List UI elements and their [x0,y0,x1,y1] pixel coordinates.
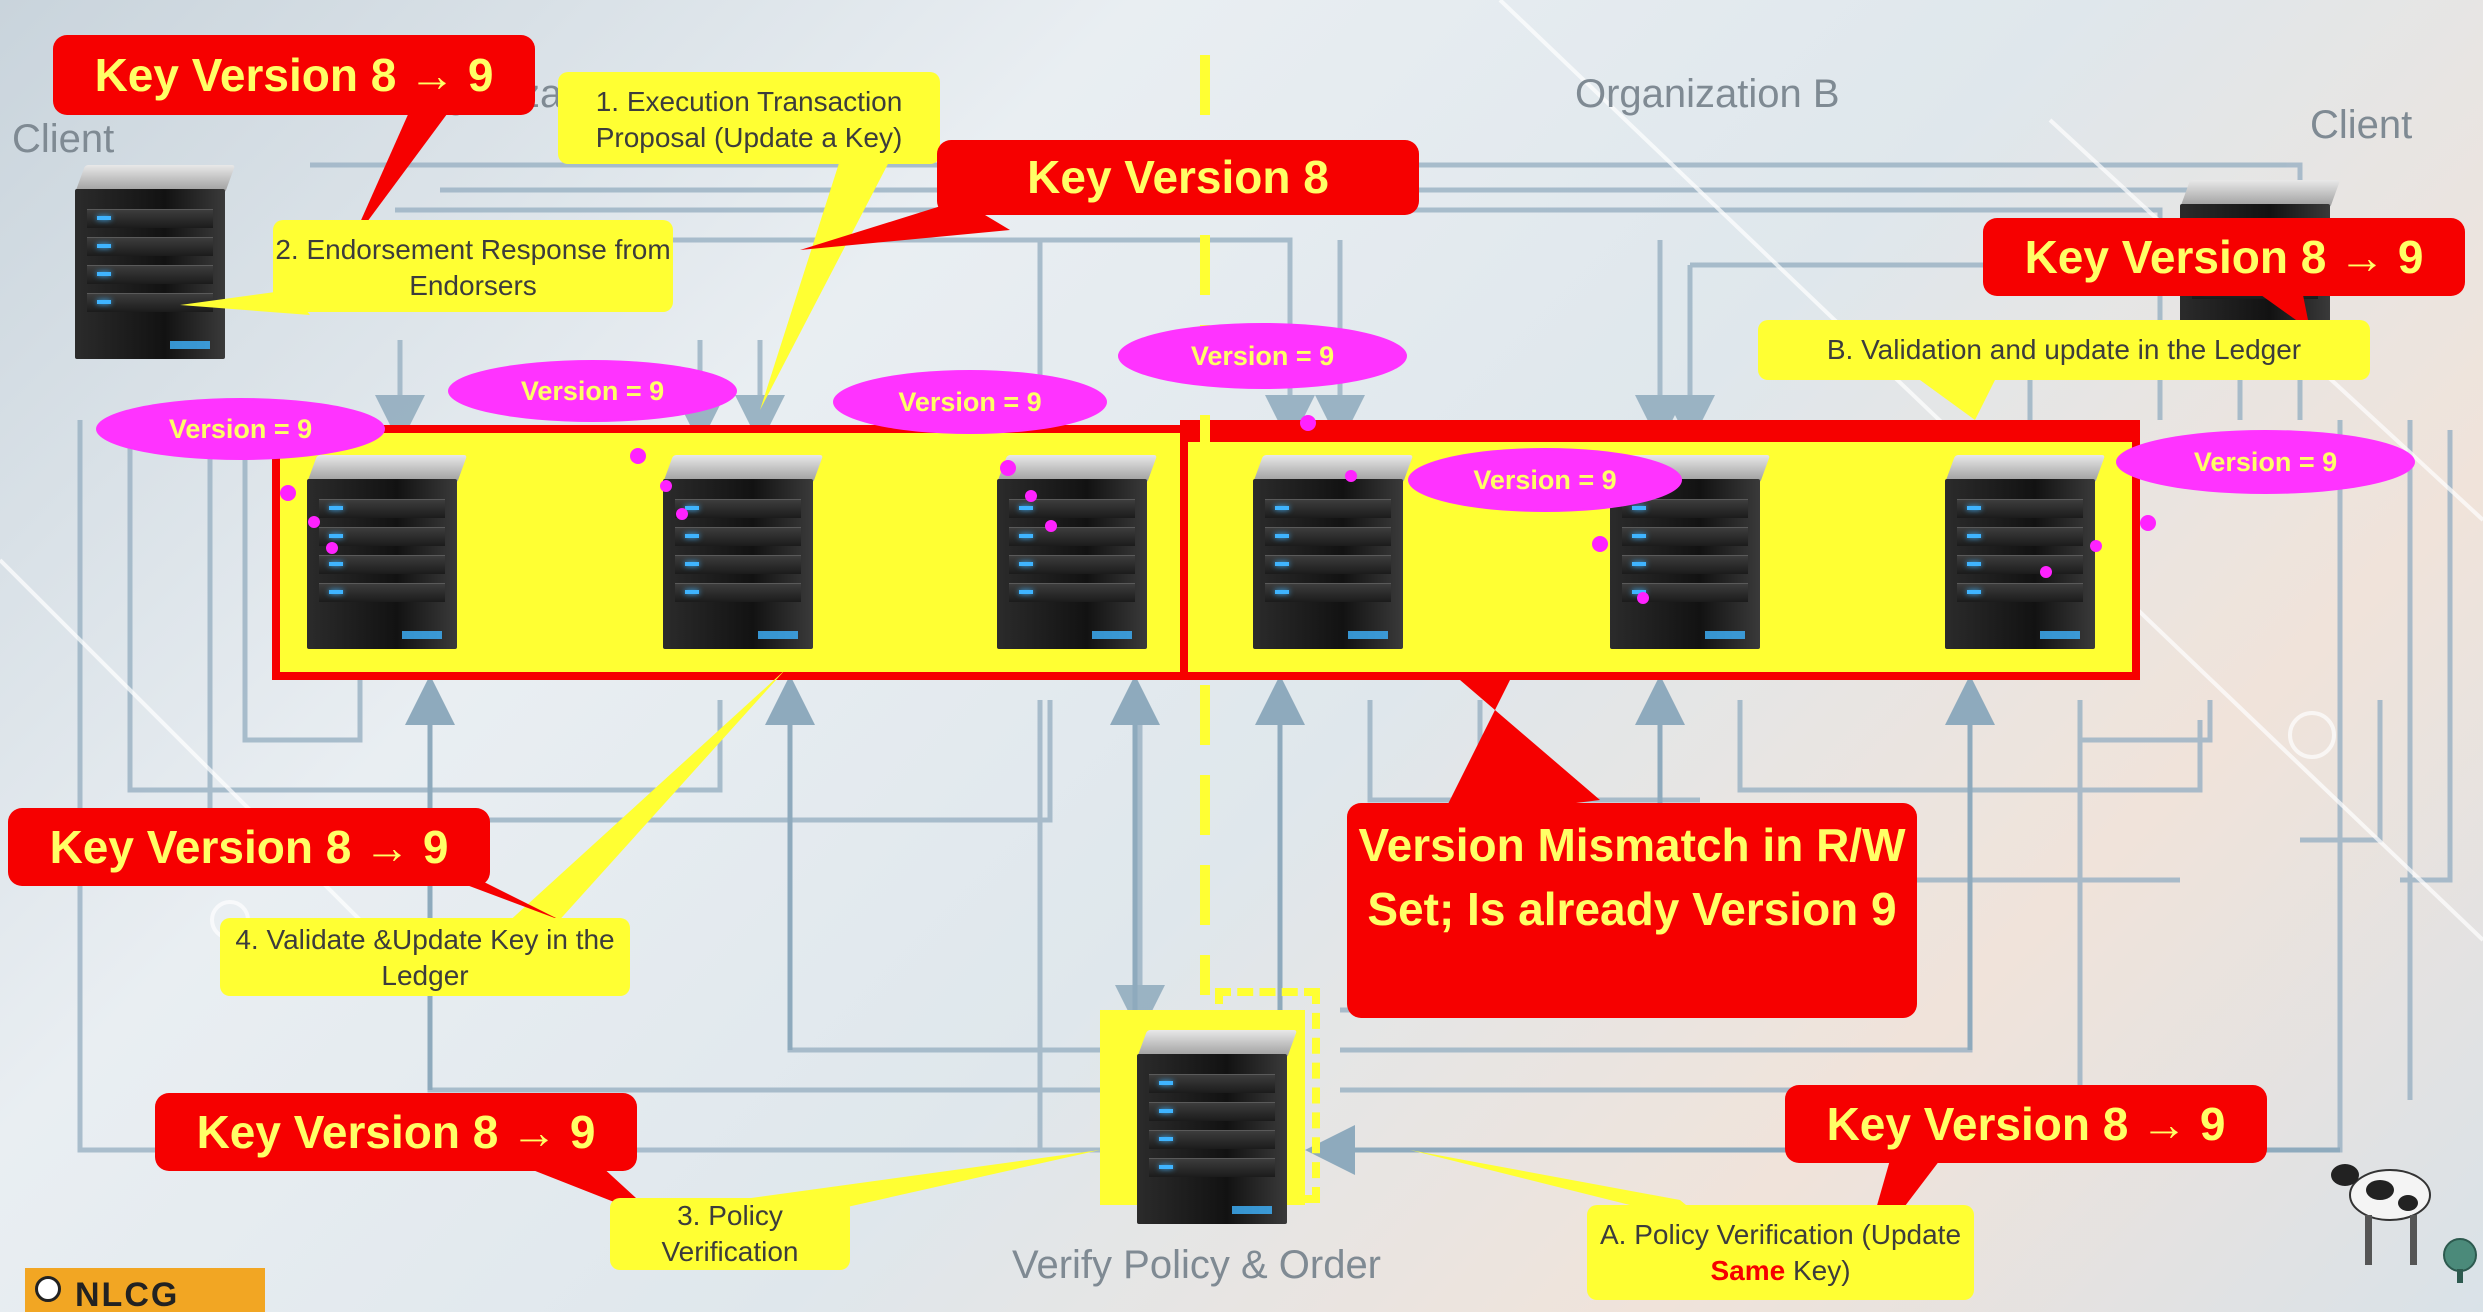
org-a-top-divider [272,425,1187,433]
logo-mascot-icon [35,1276,61,1302]
magenta-dot [1300,415,1316,431]
version-cloud: Version = 9 [450,362,735,420]
magenta-dot [308,516,320,528]
step-a-text-suffix: Key) [1785,1255,1851,1287]
step-a-callout: A. Policy Verification (Update Same Key) [1587,1205,1974,1300]
key-version-label-bottom-left: Key Version 8 → 9 [155,1093,637,1171]
nlcg-logo: NLCG [25,1268,265,1312]
client-right-label: Client [2310,103,2413,147]
org-b-label: Organization B [1575,72,1840,116]
version-mismatch-label: Version Mismatch in R/W Set; Is already … [1347,803,1917,1018]
step-1-callout: 1. Execution Transaction Proposal (Updat… [558,72,940,164]
client-left-label: Client [12,117,115,161]
magenta-dot [630,448,646,464]
key-version-label-top-left: Key Version 8 → 9 [53,35,535,115]
magenta-dot [1345,470,1357,482]
step-a-text-prefix: A. Policy Verification (Update [1599,1219,1962,1250]
magenta-dot [2040,566,2052,578]
magenta-dot [1045,520,1057,532]
magenta-dot [1637,592,1649,604]
key-version-label-bottom-right: Key Version 8 → 9 [1785,1085,2267,1163]
peer-server-icon [1253,455,1414,650]
key-version-label-top-right: Key Version 8 → 9 [1983,218,2465,296]
version-cloud: Version = 9 [1410,450,1680,510]
magenta-dot [2140,515,2156,531]
org-b-top-red-bar [1180,420,2140,442]
peer-server-icon [307,455,468,650]
peer-server-icon [997,455,1158,650]
fan-icon [2443,1238,2477,1283]
magenta-dot [1592,536,1608,552]
magenta-dot [676,508,688,520]
peer-server-icon [1945,455,2106,650]
step-3-callout: 3. Policy Verification [610,1198,850,1270]
cow-icon [2331,1164,2431,1265]
orderer-server-icon [1137,1030,1298,1225]
magenta-dot [326,542,338,554]
key-version-label-top-center: Key Version 8 [937,140,1419,215]
magenta-dot [280,485,296,501]
orderer-label: Verify Policy & Order [1012,1243,1382,1287]
magenta-dot [1000,460,1016,476]
key-version-label-mid-left: Key Version 8 → 9 [8,808,490,886]
peer-server-icon [663,455,824,650]
version-cloud: Version = 9 [1120,325,1405,387]
org-divider-line [1200,55,1210,995]
logo-text: NLCG [75,1276,180,1312]
peer-server-icon [1610,455,1771,650]
step-b-callout: B. Validation and update in the Ledger [1758,320,2370,380]
version-cloud: Version = 9 [2118,432,2413,492]
magenta-dot [2090,540,2102,552]
client-left-server-icon [75,165,236,360]
step-2-callout: 2. Endorsement Response from Endorsers [273,220,673,312]
version-cloud: Version = 9 [98,400,383,458]
step-a-emphasis: Same [1710,1255,1786,1287]
magenta-dot [1025,490,1037,502]
version-cloud: Version = 9 [835,372,1105,432]
magenta-dot [660,480,672,492]
step-4-callout: 4. Validate &Update Key in the Ledger [220,918,630,996]
